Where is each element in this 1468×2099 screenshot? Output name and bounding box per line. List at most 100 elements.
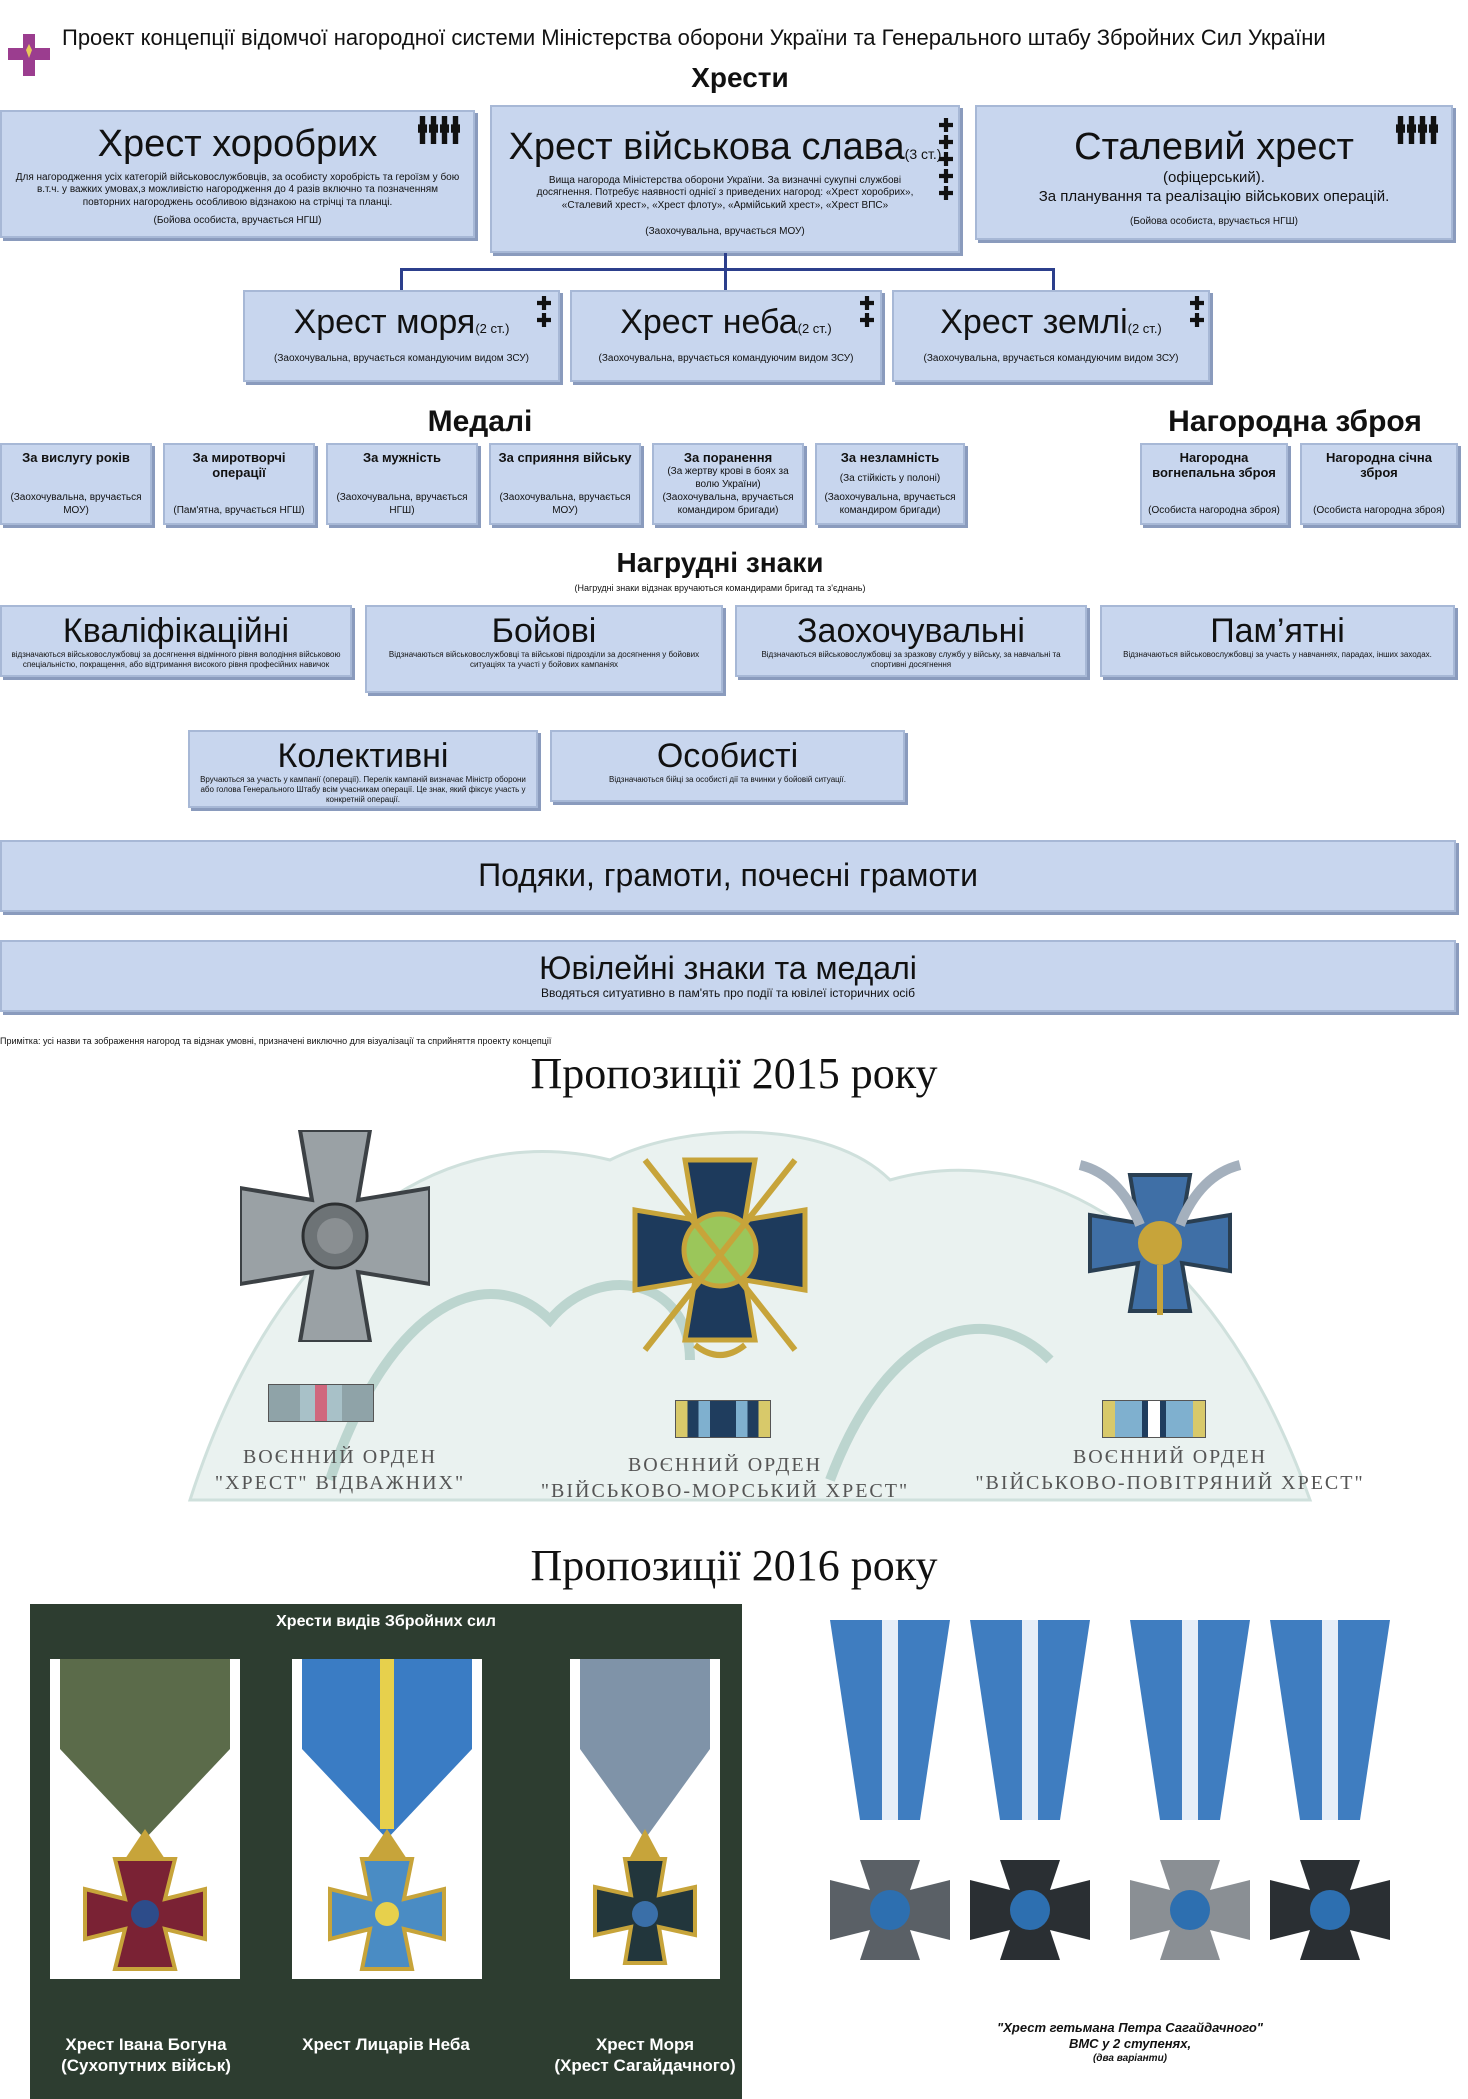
caption-line: (Хрест Сагайдачного) (554, 2056, 736, 2076)
green-panel: Хрести видів Збройних сил Хрест Івана Бо… (30, 1604, 742, 2099)
cross-note: (Бойова особиста, вручається НГШ) (1129, 216, 1299, 228)
badge-title: Особисті (656, 737, 799, 775)
medal-sub: (За жертву крові в боях за волю України) (667, 466, 789, 490)
caption-line: "ВІЙСЬКОВО-МОРСЬКИЙ ХРЕСТ" (540, 1480, 910, 1502)
caption-line: ВОЄННИЙ ОРДЕН (242, 1446, 438, 1468)
wide-bar-jubilee: Ювілейні знаки та медалі Вводяться ситуа… (0, 940, 1456, 1012)
medal-title: За вислугу років (22, 450, 130, 465)
badges-note: (Нагрудні знаки відзнак вручаються коман… (574, 583, 866, 593)
medal-note: (Заохочувальна, вручається НГШ) (336, 492, 468, 516)
ribbon-bar (268, 1384, 374, 1422)
cross-desc: Для нагородження усіх категорій військов… (15, 171, 460, 208)
badge-title: Бойові (491, 612, 597, 650)
medal-card: За вислугу років (Заохочувальна, вручаєт… (0, 443, 152, 525)
award-caption: ВОЄННИЙ ОРДЕН "ВІЙСЬКОВО-МОРСЬКИЙ ХРЕСТ" (540, 1452, 910, 1504)
heading-2016: Пропозиції 2016 року (530, 1541, 938, 1590)
cross-degree-icon (860, 296, 874, 327)
panel-title: Хрести видів Збройних сил (276, 1613, 496, 1630)
bar-title: Ювілейні знаки та медалі (539, 949, 917, 986)
air-cross-medal-image (1060, 1135, 1260, 1335)
cross-note: (Заохочувальна, вручається командуючим в… (274, 353, 529, 365)
cross-degree-icon (1190, 296, 1204, 327)
caption-line: (Сухопутних військ) (61, 2056, 231, 2076)
cross-card-steel: Сталевий хрест (офіцерський). За планува… (975, 105, 1453, 240)
silver-cross-medal-image (238, 1128, 432, 1344)
cross-card-sea: Хрест моря (2 ст.) (Заохочувальна, вруча… (243, 290, 560, 382)
cross-card-brave: Хрест хоробрих Для нагородження усіх кат… (0, 110, 475, 238)
badge-desc: відзначаються військовослужбовці за дося… (11, 650, 341, 670)
cross-degree-icon (939, 118, 953, 200)
medal-card: За поранення (За жертву крові в боях за … (652, 443, 804, 525)
caption-line: (два варіанти) (1092, 2052, 1168, 2064)
bar-sub: Вводяться ситуативно в пам'ять про події… (541, 986, 915, 1001)
section-title-crosses: Хрести (691, 62, 789, 93)
navy-cross-medal-image (615, 1140, 825, 1370)
medal-note: (Заохочувальна, вручається МОУ) (499, 492, 631, 516)
badge-title: Заохочувальні (797, 612, 1025, 650)
weapon-card: Нагородна вогнепальна зброя (Особиста на… (1140, 443, 1288, 525)
award-caption: Хрест Івана Богуна (Сухопутних військ) (30, 2034, 262, 2077)
cross-grade: (2 ст.) (1127, 321, 1162, 336)
medal-title: За сприяння війську (498, 450, 632, 465)
cross-note: (Бойова особиста, вручається НГШ) (153, 215, 322, 227)
page-title: Проект концепції відомчої нагородної сис… (62, 25, 1326, 50)
cross-degree-icon (537, 296, 551, 327)
connector-line (724, 268, 727, 290)
caption-line: "ХРЕСТ" ВІДВАЖНИХ" (214, 1472, 466, 1494)
badge-title: Кваліфікаційні (62, 612, 290, 650)
ribbon-bar (1102, 1400, 1206, 1438)
badge-desc: Відзначаються бійці за особисті дії та в… (609, 775, 846, 785)
cross-degree-icon (1396, 116, 1438, 144)
cross-card-glory: Хрест військова слава (3 ст.) Вища нагор… (490, 105, 960, 253)
caption-line: ВОЄННИЙ ОРДЕН (1072, 1446, 1268, 1468)
section-title-medals: Медалі (427, 405, 533, 438)
caption-line: Хрест Івана Богуна (65, 2035, 227, 2054)
caption-line: Хрест Моря (595, 2035, 695, 2054)
badge-desc: Вручаються за участь у кампанії (операці… (200, 775, 526, 805)
connector-line (400, 268, 403, 290)
weapon-card: Нагородна січна зброя (Особиста нагородн… (1300, 443, 1458, 525)
cross-card-land: Хрест землі (2 ст.) (Заохочувальна, вруч… (892, 290, 1210, 382)
heading-2015: Пропозиції 2015 року (530, 1049, 938, 1098)
cross-grade: (3 ст.) (904, 146, 942, 162)
badge-card: Заохочувальні Відзначаються військовослу… (735, 605, 1087, 677)
award-caption: Хрест Лицарів Неба (270, 2034, 502, 2055)
cross-sub: (офіцерський). (1163, 168, 1265, 186)
caption-line: "Хрест гетьмана Петра Сагайдачного" (997, 2020, 1263, 2035)
award-caption: ВОЄННИЙ ОРДЕН "ХРЕСТ" ВІДВАЖНИХ" (180, 1444, 500, 1496)
cross-note: (Заохочувальна, вручається командуючим в… (923, 353, 1179, 365)
bar-title: Подяки, грамоти, почесні грамоти (478, 857, 978, 894)
cross-note: (Заохочувальна, вручається командуючим в… (598, 353, 854, 365)
footnote: Примітка: усі назви та зображення нагоро… (0, 1036, 552, 1046)
ministry-emblem-icon (6, 32, 52, 78)
section-title-badges: Нагрудні знаки (616, 547, 824, 578)
badge-title: Пам’ятні (1210, 612, 1345, 650)
weapon-title: Нагородна вогнепальна зброя (1152, 450, 1276, 480)
medal-note: (Заохочувальна, вручається командиром бр… (824, 492, 956, 516)
medal-note: (Заохочувальна, вручається командиром бр… (662, 492, 794, 516)
cross-note: (Заохочувальна, вручається МОУ) (645, 226, 805, 238)
badge-desc: Відзначаються військовослужбовці та війс… (388, 650, 700, 670)
caption-line: ВМС у 2 ступенях, (1068, 2036, 1192, 2052)
medal-note: (Пам'ятна, вручається НГШ) (173, 504, 305, 516)
medal-card: За незламність (За стійкість у полоні) (… (815, 443, 965, 525)
sahaidachny-crosses-image (810, 1620, 1410, 2000)
cross-title: Хрест неба (620, 303, 798, 341)
caption-line: "ВІЙСЬКОВО-ПОВІТРЯНИЙ ХРЕСТ" (975, 1472, 1365, 1494)
cross-grade: (2 ст.) (475, 321, 510, 336)
badge-card: Пам’ятні Відзначаються військовослужбовц… (1100, 605, 1455, 677)
award-caption: Хрест Моря (Хрест Сагайдачного) (540, 2034, 750, 2077)
caption-line: ВОЄННИЙ ОРДЕН (627, 1454, 823, 1476)
ribbon-medal-image (292, 1659, 482, 1979)
badge-title: Колективні (277, 737, 449, 775)
cross-desc: Вища нагорода Міністерства оборони Украї… (536, 174, 914, 211)
caption-line: Хрест Лицарів Неба (302, 2035, 470, 2054)
medal-card: За мужність (Заохочувальна, вручається Н… (326, 443, 478, 525)
cross-title: Хрест моря (293, 303, 476, 341)
combat-sub-card: Особисті Відзначаються бійці за особисті… (550, 730, 905, 802)
badge-desc: Відзначаються військовослужбовці за учас… (1123, 650, 1432, 660)
medal-card: За миротворчі операції (Пам'ятна, вручає… (163, 443, 315, 525)
badge-desc: Відзначаються військовослужбовці за зраз… (761, 650, 1061, 670)
section-title-weapons: Нагородна зброя (1168, 405, 1422, 438)
cross-title: Хрест хоробрих (97, 123, 378, 165)
